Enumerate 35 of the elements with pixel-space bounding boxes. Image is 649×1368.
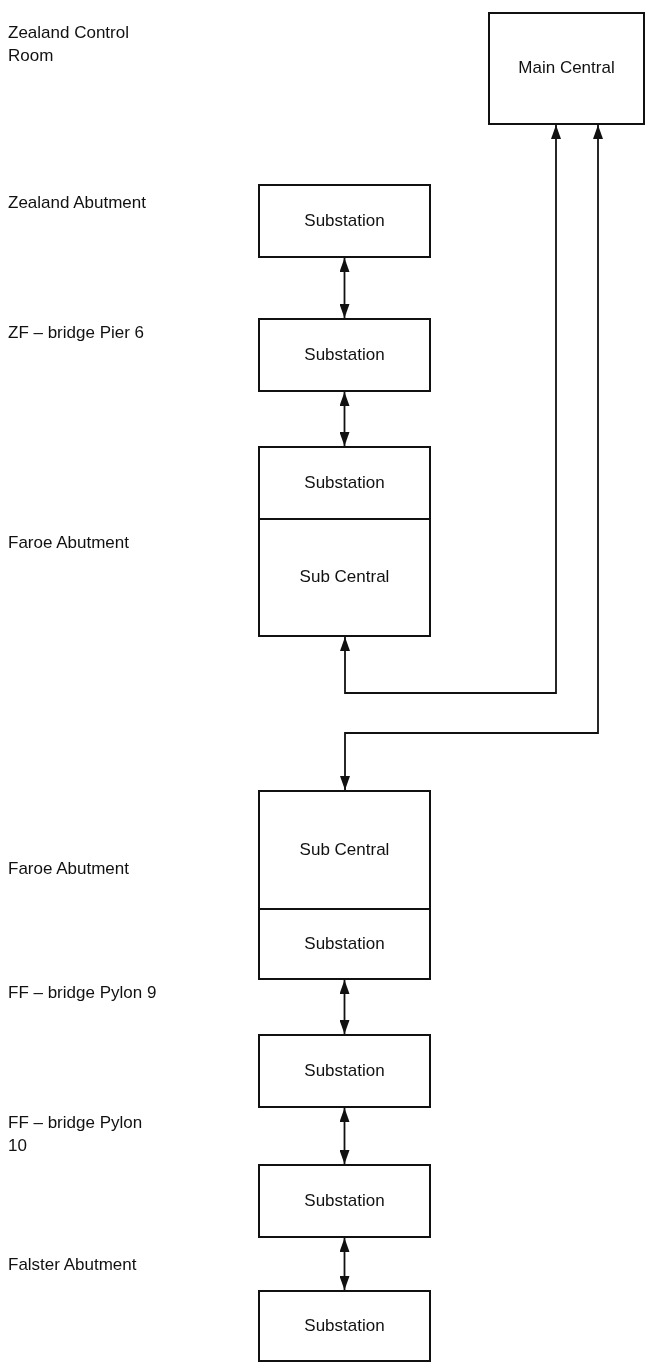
box-label: Sub Central <box>299 566 390 589</box>
arrow <box>339 1237 350 1291</box>
box-label: Sub Central <box>299 838 390 861</box>
station-box <box>258 446 431 520</box>
arrow <box>339 391 350 447</box>
station-box <box>258 518 431 637</box>
location-label: ZF – bridge Pier 6 <box>8 322 146 344</box>
arrow <box>340 124 603 791</box>
box-label: Substation <box>304 1059 385 1082</box>
station-box <box>258 908 431 980</box>
location-label: Faroe Abutment <box>8 532 130 554</box>
location-label: Faroe Abutment <box>8 858 130 880</box>
location-label: Zealand Control Room <box>8 22 130 67</box>
box-label: Substation <box>304 1314 385 1337</box>
arrow <box>339 1107 350 1165</box>
box-label: Substation <box>304 932 385 955</box>
box-label: Substation <box>304 209 385 232</box>
station-box <box>258 1164 431 1238</box>
station-box <box>258 318 431 392</box>
box-label: Substation <box>304 1189 385 1212</box>
location-label: Falster Abutment <box>8 1254 138 1276</box>
station-box <box>258 1290 431 1362</box>
central-box <box>488 12 645 125</box>
station-box <box>258 790 431 910</box>
arrow <box>339 979 350 1035</box>
box-label: Substation <box>304 343 385 366</box>
box-label: Substation <box>304 471 385 494</box>
arrow <box>340 124 561 694</box>
box-label: Main Central <box>518 57 615 80</box>
location-label: FF – bridge Pylon 9 <box>8 982 158 1004</box>
location-label: FF – bridge Pylon 10 <box>8 1112 144 1157</box>
station-box <box>258 1034 431 1108</box>
location-label: Zealand Abutment <box>8 192 147 214</box>
arrow <box>339 257 350 319</box>
station-box <box>258 184 431 258</box>
